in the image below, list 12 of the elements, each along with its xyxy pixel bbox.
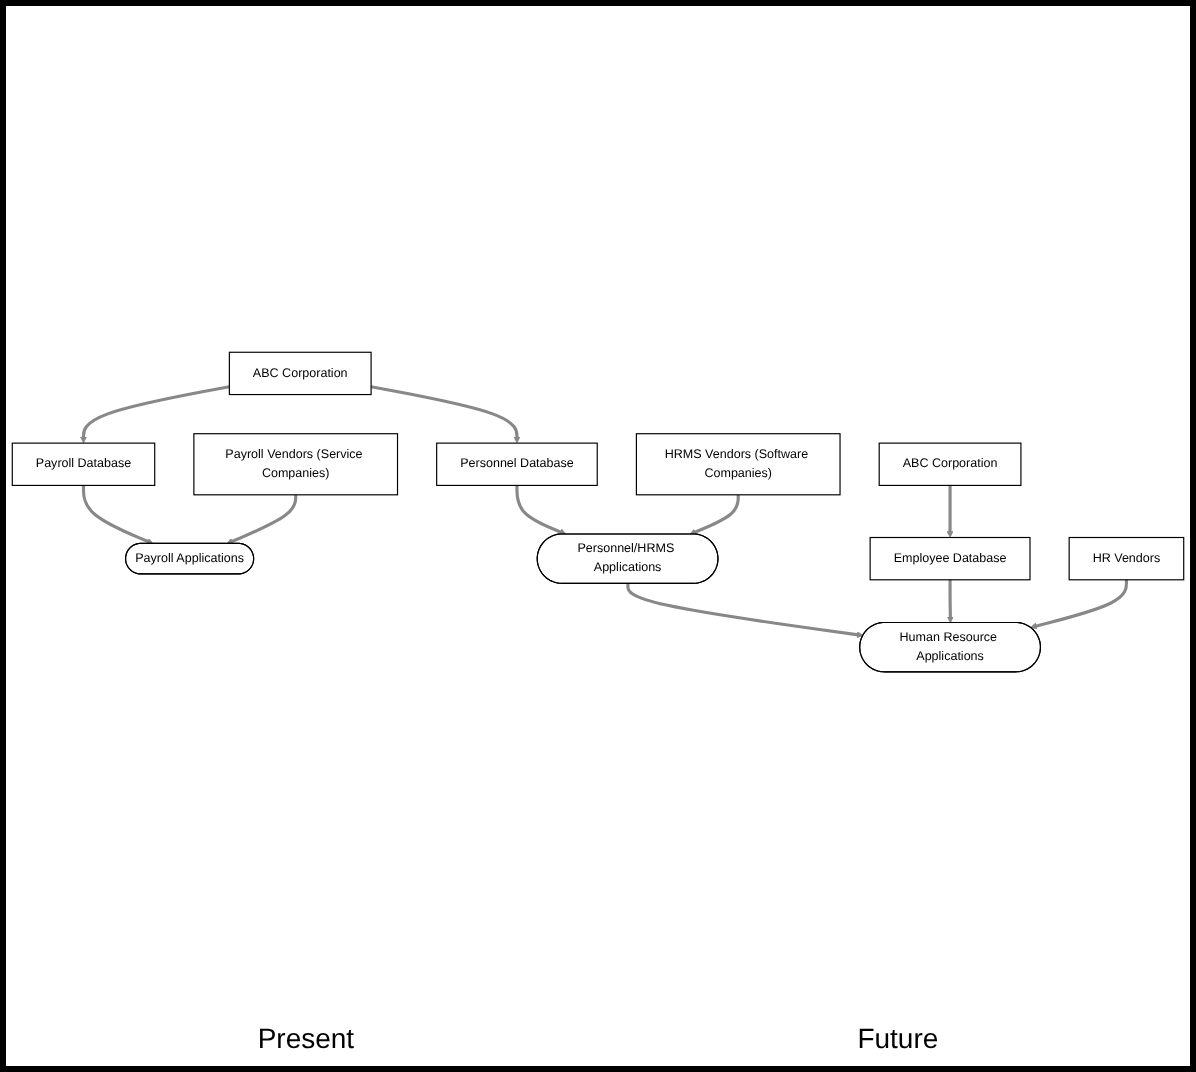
arrow bbox=[626, 583, 864, 639]
arrow bbox=[81, 485, 154, 545]
arrow bbox=[946, 485, 954, 538]
arrow bbox=[1030, 579, 1128, 630]
arrow bbox=[946, 579, 954, 624]
arrow bbox=[515, 485, 567, 536]
arrow bbox=[80, 385, 230, 444]
arrow bbox=[370, 385, 521, 444]
arrow bbox=[226, 494, 298, 545]
arrow bbox=[689, 494, 740, 536]
section-label: Future bbox=[857, 1022, 939, 1054]
section-label: Present bbox=[257, 1022, 355, 1054]
